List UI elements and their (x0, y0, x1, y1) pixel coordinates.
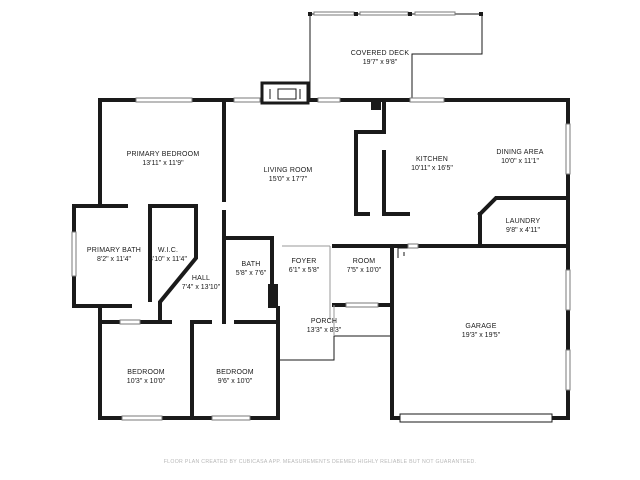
walls (72, 11, 570, 423)
svg-text:GARAGE: GARAGE (465, 323, 496, 330)
room-bedroom-1: BEDROOM 10'3" x 10'0" (127, 369, 166, 385)
svg-text:BEDROOM: BEDROOM (127, 369, 165, 376)
svg-text:15'0" x 17'7": 15'0" x 17'7" (269, 176, 308, 183)
windows (71, 97, 571, 421)
svg-text:COVERED DECK: COVERED DECK (351, 50, 410, 57)
room-room: ROOM 7'5" x 10'0" (347, 258, 382, 274)
svg-text:10'11" x 16'5": 10'11" x 16'5" (411, 165, 453, 172)
svg-text:BEDROOM: BEDROOM (216, 369, 254, 376)
room-porch: PORCH 13'3" x 8'3" (307, 318, 342, 334)
room-kitchen: KITCHEN 10'11" x 16'5" (411, 156, 453, 172)
svg-text:KITCHEN: KITCHEN (416, 156, 448, 163)
svg-text:19'7" x 9'8": 19'7" x 9'8" (363, 59, 398, 66)
svg-text:9'6" x 10'0": 9'6" x 10'0" (218, 378, 253, 385)
room-hall: HALL 7'4" x 13'10" (182, 275, 221, 291)
room-dining-area: DINING AREA 10'0" x 11'1" (496, 149, 543, 165)
room-living-room: LIVING ROOM 15'0" x 17'7" (264, 167, 313, 183)
room-covered-deck: COVERED DECK 19'7" x 9'8" (351, 50, 410, 66)
floor-plan-disclaimer: FLOOR PLAN CREATED BY CUBICASA APP. MEAS… (163, 459, 477, 465)
svg-text:FOYER: FOYER (291, 258, 316, 265)
svg-text:7'5" x 10'0": 7'5" x 10'0" (347, 267, 382, 274)
svg-text:4'10" x 11'4": 4'10" x 11'4" (149, 256, 187, 263)
svg-text:9'8" x 4'11": 9'8" x 4'11" (506, 227, 540, 234)
room-primary-bath: PRIMARY BATH 8'2" x 11'4" (87, 247, 141, 263)
porch-walls (278, 245, 392, 361)
svg-text:ROOM: ROOM (353, 258, 376, 265)
svg-text:13'3" x 8'3": 13'3" x 8'3" (307, 327, 342, 334)
svg-text:LIVING ROOM: LIVING ROOM (264, 167, 313, 174)
interior-walls (72, 98, 570, 420)
svg-text:LAUNDRY: LAUNDRY (506, 218, 541, 225)
svg-text:19'3" x 19'5": 19'3" x 19'5" (462, 332, 501, 339)
garage-step (397, 247, 410, 258)
room-wic: W.I.C. 4'10" x 11'4" (149, 247, 187, 263)
garage-door (399, 413, 553, 423)
svg-text:PRIMARY BATH: PRIMARY BATH (87, 247, 141, 254)
svg-text:HALL: HALL (192, 275, 210, 282)
svg-text:5'8" x 7'6": 5'8" x 7'6" (236, 270, 267, 277)
covered-deck-outline (308, 11, 483, 100)
svg-text:PRIMARY BEDROOM: PRIMARY BEDROOM (127, 151, 200, 158)
svg-text:PORCH: PORCH (311, 318, 337, 325)
svg-text:10'0" x 11'1": 10'0" x 11'1" (501, 158, 539, 165)
svg-text:8'2" x 11'4": 8'2" x 11'4" (97, 256, 131, 263)
fireplace (260, 81, 310, 105)
room-labels: COVERED DECK 19'7" x 9'8" PRIMARY BEDROO… (87, 50, 544, 385)
room-bath: BATH 5'8" x 7'6" (236, 261, 267, 277)
svg-text:6'1" x 5'8": 6'1" x 5'8" (289, 267, 320, 274)
room-foyer: FOYER 6'1" x 5'8" (289, 258, 320, 274)
room-bedroom-2: BEDROOM 9'6" x 10'0" (216, 369, 254, 385)
room-garage: GARAGE 19'3" x 19'5" (462, 323, 501, 339)
svg-text:7'4" x 13'10": 7'4" x 13'10" (182, 284, 221, 291)
svg-text:10'3" x 10'0": 10'3" x 10'0" (127, 378, 166, 385)
room-laundry: LAUNDRY 9'8" x 4'11" (506, 218, 541, 234)
svg-text:BATH: BATH (242, 261, 261, 268)
svg-text:W.I.C.: W.I.C. (158, 247, 178, 254)
svg-text:13'11" x 11'9": 13'11" x 11'9" (142, 160, 184, 167)
room-primary-bedroom: PRIMARY BEDROOM 13'11" x 11'9" (127, 151, 200, 167)
svg-text:DINING AREA: DINING AREA (496, 149, 543, 156)
